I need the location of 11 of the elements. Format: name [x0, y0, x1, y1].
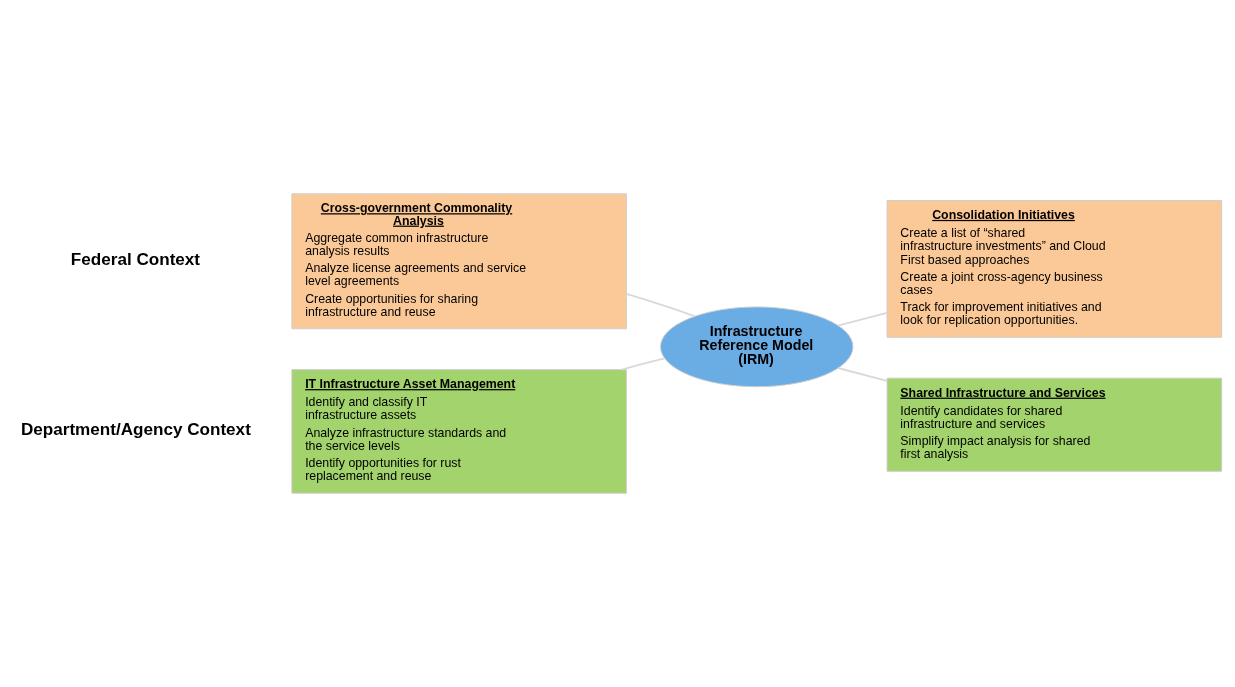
label: Federal Context — [70, 249, 201, 269]
connector — [837, 311, 888, 327]
connector — [620, 357, 666, 371]
node-box: Consolidation Initiatives Create a list of “shared infrastructure investments” and Cloud First based approaches Create a joint cross-agency business cases Track for improvement initiatives and look for replication opportunities. — [886, 200, 1223, 338]
connector — [625, 292, 696, 318]
label: Department/Agency Context — [20, 419, 251, 439]
node-ellipse: Infrastructure Reference Model (IRM) — [660, 306, 854, 388]
connector — [837, 367, 888, 382]
node-box: Shared Infrastructure and Services Identify candidates for shared infrastructure and services Simplify impact analysis for shared first analysis — [886, 377, 1223, 472]
node-box: IT Infrastructure Asset Management Identify and classify IT infrastructure assets Analyze infrastructure standards and the service levels Identify opportunities for rust replacement and reuse — [291, 369, 627, 494]
node-box: Cross-government Commonality Analysis Aggregate common infrastructure analysis results Analyze license agreements and service level agreements Create opportunities for sharing infrastructure and reuse — [291, 193, 627, 330]
